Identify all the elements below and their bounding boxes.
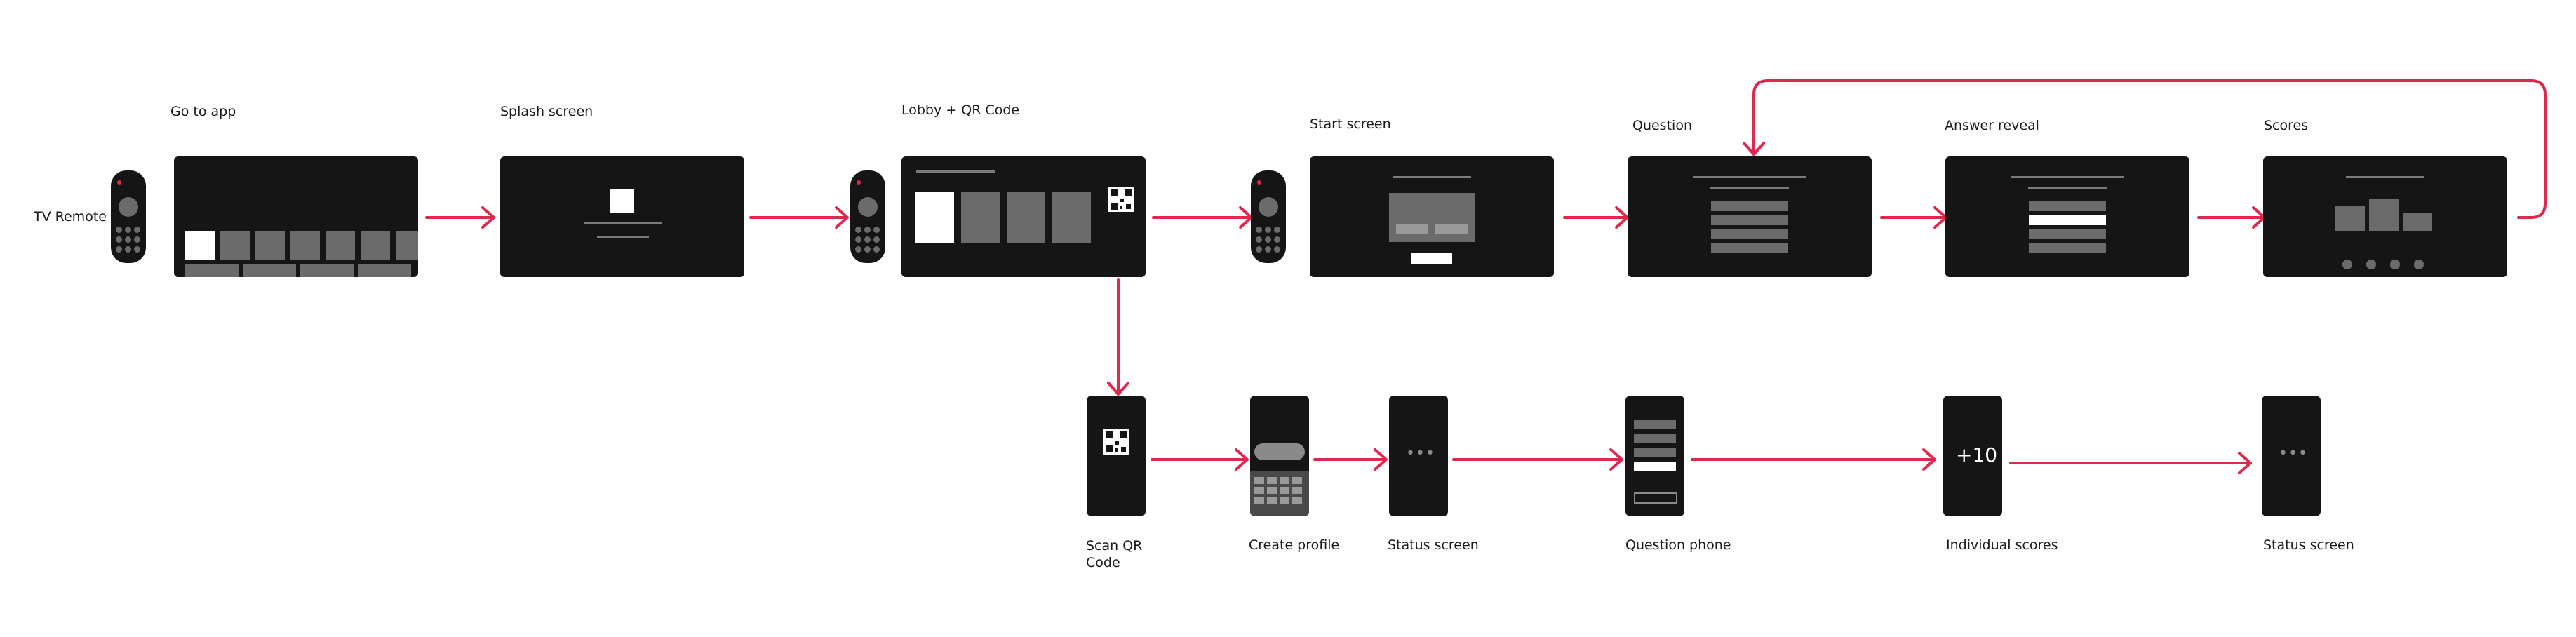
arrow-scan-to-profile [1151, 448, 1249, 471]
label-go-to-app: Go to app [170, 104, 236, 119]
tv-remote-icon [850, 170, 885, 263]
phone-create-profile [1250, 396, 1309, 516]
arrow-start-to-question [1563, 206, 1629, 229]
label-status-screen-2: Status screen [2263, 537, 2354, 553]
arrow-answer-to-scores [2197, 206, 2266, 229]
tv-remote-icon [1251, 170, 1286, 263]
label-lobby-qr: Lobby + QR Code [901, 102, 1020, 118]
phone-scan-qr [1087, 396, 1146, 516]
tv-start-screen [1310, 156, 1554, 277]
arrow-splash-to-remote [749, 206, 849, 229]
arrow-question-to-answer [1880, 206, 1947, 229]
arrow-goto-to-splash [425, 206, 495, 229]
tv-lobby-qr [901, 156, 1146, 277]
label-question: Question [1632, 118, 1692, 133]
label-scores: Scores [2264, 118, 2309, 133]
phone-status-screen-1: ••• [1389, 396, 1448, 516]
label-scan-qr: Scan QR Code [1086, 538, 1143, 570]
arrow-qphone-to-individual [1691, 448, 1936, 471]
phone-question [1625, 396, 1684, 516]
score-value: +10 [1956, 443, 1998, 467]
qr-code-icon [1103, 429, 1129, 455]
tv-splash-screen [500, 156, 744, 277]
tv-question [1628, 156, 1872, 277]
arrow-lobby-to-remote [1152, 206, 1253, 229]
loading-dots-icon: ••• [1406, 445, 1435, 462]
arrow-status-to-qphone [1452, 448, 1623, 471]
label-status-screen-1: Status screen [1388, 537, 1479, 553]
label-tv-remote: TV Remote [34, 209, 107, 224]
tv-go-to-app [174, 156, 418, 277]
arrow-individual-to-status [2009, 452, 2252, 474]
label-splash-screen: Splash screen [500, 104, 593, 119]
tv-scores [2263, 156, 2507, 277]
label-individual-scores: Individual scores [1946, 537, 2058, 553]
phone-individual-scores: +10 [1943, 396, 2002, 516]
phone-status-screen-2: ••• [2262, 396, 2321, 516]
arrow-profile-to-status [1313, 448, 1388, 471]
arrow-scores-loop-to-question [1743, 79, 2547, 219]
label-start-screen: Start screen [1310, 116, 1391, 132]
qr-code-icon [1108, 187, 1134, 212]
label-create-profile: Create profile [1249, 537, 1340, 553]
label-question-phone: Question phone [1625, 537, 1731, 553]
tv-answer-reveal [1945, 156, 2189, 277]
arrow-lobby-to-scan [1107, 278, 1129, 396]
tv-remote-icon [111, 170, 146, 263]
label-answer-reveal: Answer reveal [1945, 118, 2039, 133]
loading-dots-icon: ••• [2279, 445, 2308, 462]
